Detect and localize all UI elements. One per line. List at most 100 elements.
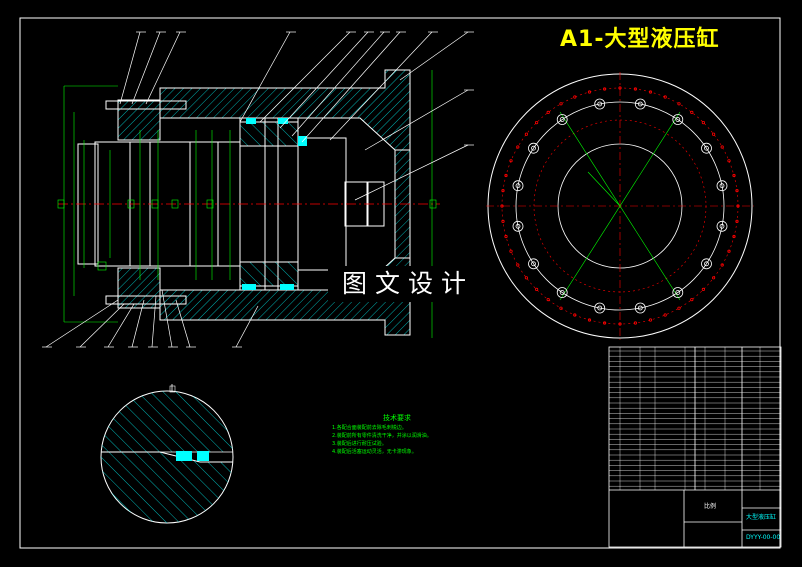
- bolt-hole: [559, 117, 565, 122]
- bolt-hole: [524, 132, 529, 136]
- bolt-hole: [704, 261, 709, 267]
- bolt-hole: [677, 306, 681, 310]
- bolt-hole: [597, 305, 603, 311]
- piston-upper-hatch: [239, 121, 299, 147]
- bolt-hole: [512, 220, 524, 232]
- bolt-hole: [634, 302, 646, 314]
- part-leaders: [42, 31, 474, 348]
- bolt-hole: [675, 117, 681, 122]
- bolt-hole: [534, 121, 539, 125]
- bolt-hole: [701, 287, 706, 291]
- bolt-hole: [701, 258, 712, 270]
- detail-view: [100, 384, 234, 524]
- bolt-hole: [675, 290, 681, 295]
- front-flange-lower: [117, 267, 161, 309]
- flange-bolt-lower: [105, 295, 187, 305]
- bolt-hole: [516, 145, 520, 149]
- bolt-hole: [504, 234, 508, 239]
- bolt-hole: [515, 183, 521, 189]
- piston-lower-hatch: [239, 261, 299, 287]
- bolt-hole: [727, 249, 731, 253]
- bolt-hole: [648, 318, 653, 322]
- note-line: 1.各配合面装配前去除毛刺锐边。: [332, 425, 407, 431]
- bolt-hole: [602, 321, 607, 325]
- bolt-hole: [573, 313, 577, 317]
- bolt-hole: [500, 204, 504, 208]
- bolt-hole: [716, 180, 728, 192]
- bolt-hole: [556, 114, 568, 125]
- bolt-hole: [534, 287, 539, 291]
- title-block-scale-label: 比例: [704, 503, 717, 510]
- bolt-hole: [559, 306, 563, 310]
- bolt-hole: [528, 142, 539, 154]
- bolt-hole: [587, 90, 592, 94]
- bolt-hole: [732, 234, 736, 239]
- note-line: 3.装配后进行耐压试验。: [332, 441, 387, 447]
- technical-notes: 技术要求 1.各配合面装配前去除毛刺锐边。 2.装配前所有零件清洗干净，并涂以润…: [332, 414, 462, 470]
- end-view-bolt-circle: [515, 101, 725, 311]
- bolt-hole: [546, 110, 550, 115]
- bolt-hole: [515, 223, 521, 229]
- bolt-hole: [501, 189, 505, 193]
- bolt-hole: [672, 114, 684, 125]
- bolt-hole: [618, 86, 622, 90]
- bolt-hole: [648, 90, 653, 94]
- bolt-hole: [720, 145, 724, 149]
- bolt-hole: [594, 302, 606, 314]
- bolt-hole: [559, 290, 565, 295]
- bolt-hole: [677, 102, 681, 106]
- bolt-hole: [663, 313, 667, 317]
- bolt-hole: [711, 276, 716, 280]
- bolt-hole: [690, 297, 694, 302]
- bolt-hole: [524, 276, 529, 280]
- bolt-hole: [559, 102, 563, 106]
- bolt-hole: [509, 249, 513, 253]
- drawing-title: A1-大型液压缸: [560, 27, 720, 52]
- bolt-hole: [637, 305, 643, 311]
- flange-bolt-upper: [105, 100, 187, 110]
- bolt-hole: [663, 95, 667, 99]
- drawing-border: [19, 17, 781, 549]
- bolt-hole: [504, 173, 508, 178]
- bolt-hole: [501, 219, 505, 223]
- note-line: 4.装配后活塞运动灵活，无卡滞现象。: [332, 449, 417, 455]
- bolt-hole: [727, 159, 731, 163]
- bolt-hole: [711, 132, 716, 136]
- bolt-hole: [716, 220, 728, 232]
- bolt-hole: [602, 87, 607, 91]
- bolt-hole: [735, 189, 739, 193]
- bolt-hole: [587, 318, 592, 322]
- bolt-hole: [736, 204, 740, 208]
- bolt-hole: [704, 145, 709, 151]
- note-line: 2.装配前所有零件清洗干净，并涂以润滑油。: [332, 433, 432, 439]
- bolt-hole: [690, 110, 694, 115]
- end-view: [486, 72, 754, 340]
- watermark: 图文设计: [328, 266, 488, 302]
- title-block-code: DYYY-00-00: [746, 534, 781, 541]
- bolt-hole: [633, 321, 638, 325]
- end-view-bolt-holes: [500, 86, 740, 326]
- bolt-hole: [556, 287, 568, 298]
- bolt-hole: [597, 101, 603, 107]
- title-block-drawing-name: 大型液压缸: [746, 514, 777, 521]
- bolt-hole: [672, 287, 684, 298]
- bolt-hole: [735, 219, 739, 223]
- front-flange: [117, 99, 161, 141]
- bolt-hole: [528, 258, 539, 270]
- parts-list-rows: [609, 347, 781, 490]
- bolt-hole: [701, 121, 706, 125]
- notes-heading: 技术要求: [383, 414, 411, 422]
- bolt-hole: [719, 223, 725, 229]
- bolt-hole: [516, 263, 520, 267]
- bolt-hole: [637, 101, 643, 107]
- bolt-hole: [546, 297, 550, 302]
- bolt-hole: [512, 180, 524, 192]
- bolt-hole: [732, 173, 736, 178]
- bolt-hole: [701, 142, 712, 154]
- bolt-hole: [573, 95, 577, 99]
- bolt-hole: [634, 98, 646, 110]
- bolt-hole: [509, 159, 513, 163]
- bolt-hole: [719, 183, 725, 189]
- bolt-hole: [531, 145, 536, 151]
